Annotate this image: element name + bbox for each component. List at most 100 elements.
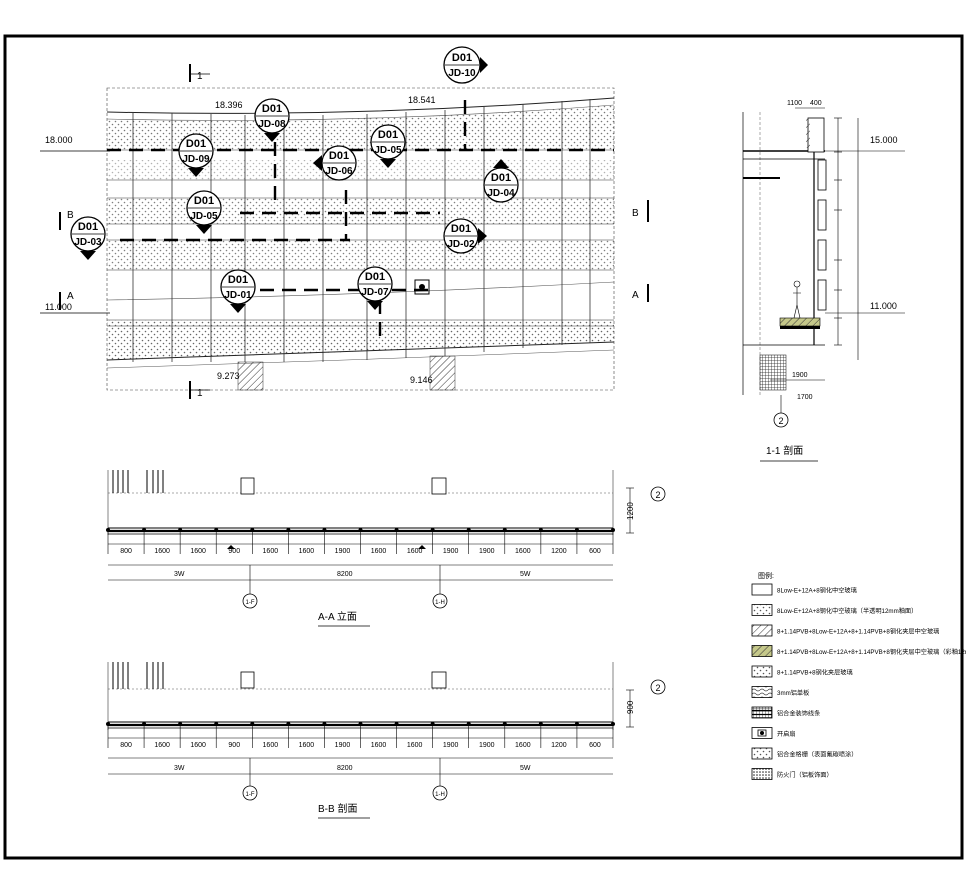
dim-value: 600 [589,742,601,749]
glass-band-low [107,240,614,270]
legend-label: 防火门（铝板饰面） [777,771,833,779]
dim-value: 1600 [154,742,170,749]
legend-swatch [751,665,773,678]
bb-grid-right: 1-H [435,792,445,798]
dim-value: 800 [120,742,132,749]
legend-label: 8Low-E+12A+8钢化中空玻璃（半透明12mm釉面） [777,607,917,615]
callout-jd-05-mid[interactable]: D01 JD-05 [186,190,222,234]
svg-text:JD-02: JD-02 [447,239,475,250]
bb-height-dim: 900 [626,700,635,714]
height-bottom-right: 9.146 [410,375,433,385]
callout-jd-08[interactable]: D01 JD-08 [254,98,290,142]
dim-value: 900 [228,548,240,555]
dim-value: 1900 [479,742,495,749]
height-top-left: 18.396 [215,100,243,110]
bb-title: B-B 剖面 [318,802,357,815]
section-dim-bottom-2: 1700 [797,394,813,401]
dim-value: 1600 [299,548,315,555]
section-grid-label: 2 [778,416,783,426]
section-dim-top-2: 400 [810,100,822,107]
dim-value: 1200 [551,742,567,749]
dim-value: 1600 [407,548,423,555]
dim-value: 1600 [515,548,531,555]
svg-text:D01: D01 [228,274,248,286]
aa-height-dim: 1200 [626,502,635,520]
svg-text:D01: D01 [186,138,206,150]
aa-grid-left: 1-F [246,600,255,606]
aa-total-mid: 8200 [337,571,353,578]
legend-swatch [751,706,773,719]
detail-callouts: D01 JD-10 D01 JD-08 D01 JD-09 [70,46,519,313]
section-dim-top-1: 1100 [787,100,802,107]
svg-text:D01: D01 [194,195,214,207]
svg-text:JD-08: JD-08 [258,119,286,130]
callout-jd-03[interactable]: D01 JD-03 [70,216,106,260]
section-elev-bottom: 11.000 [870,301,897,311]
legend-label: 开启扇 [777,730,796,738]
aa-total-left: 3W [174,571,185,578]
svg-text:JD-05: JD-05 [374,145,402,156]
dim-value: 600 [589,548,601,555]
legend-swatch [751,624,773,637]
callout-jd-09[interactable]: D01 JD-09 [178,133,214,177]
section-title: 1-1 剖面 [766,444,803,457]
dim-value: 1600 [154,548,170,555]
aa-axis-label: 2 [655,490,660,500]
dim-value: 1900 [443,742,459,749]
height-bottom-left: 9.273 [217,371,240,381]
section-mark-b-right: B [632,208,639,219]
legend-label: 8+1.14PVB+8Low-E+12A+8+1.14PVB+8钢化夹层中空玻璃 [777,628,939,636]
svg-text:JD-10: JD-10 [448,68,476,79]
aa-total-right: 5W [520,571,531,578]
legend-swatch [751,768,773,780]
aa-title: A-A 立面 [318,610,357,623]
dim-value: 1600 [263,742,279,749]
sheet-border [3,34,964,860]
height-top-right: 18.541 [408,95,436,105]
dim-value: 1600 [190,548,206,555]
callout-jd-10[interactable]: D01 JD-10 [443,46,488,84]
svg-text:D01: D01 [452,52,472,64]
bb-total-mid: 8200 [337,765,353,772]
svg-text:JD-06: JD-06 [325,166,353,177]
callout-jd-06[interactable]: D01 JD-06 [313,145,357,181]
glass-band-top [107,105,614,150]
dim-value: 1900 [443,548,459,555]
elevation-frame [106,87,615,391]
legend-swatch [751,747,773,760]
legend-swatch [751,604,773,616]
svg-text:JD-09: JD-09 [182,154,210,165]
dim-value: 1200 [551,548,567,555]
dim-value: 1900 [335,742,351,749]
bb-axis-label: 2 [655,683,660,693]
elevation-view: 18.000 11.000 18.396 18.541 9.273 9.146 … [40,46,649,399]
legend-label: 8+1.14PVB+8钢化夹层玻璃 [777,669,853,677]
section-elev-top: 15.000 [870,135,898,145]
legend-label: 铝合金装饰线条 [777,710,820,718]
callout-jd-05-top[interactable]: D01 JD-05 [370,124,406,168]
aa-grid-right: 1-H [435,600,445,606]
callout-jd-07[interactable]: D01 JD-07 [357,266,393,310]
legend-label: 3mm铝单板 [777,689,809,697]
callout-jd-02[interactable]: D01 JD-02 [443,218,487,254]
callout-jd-04[interactable]: D01 JD-04 [483,159,519,203]
svg-text:JD-03: JD-03 [74,237,102,248]
section-mark-a-left: A [67,291,74,302]
legend-label: 8Low-E+12A+8钢化中空玻璃 [777,587,857,595]
section-mark-a-right: A [632,290,639,301]
elev-top-left: 18.000 [45,135,73,145]
dim-value: 800 [120,548,132,555]
svg-text:JD-01: JD-01 [224,290,252,301]
section-mark-one-bottom: 1 [197,388,203,399]
dim-value: 1600 [263,548,279,555]
callout-jd-01[interactable]: D01 JD-01 [220,269,256,313]
svg-text:D01: D01 [329,150,349,162]
dim-value: 1600 [299,742,315,749]
section-dim-bottom-1: 1900 [792,372,808,379]
svg-text:D01: D01 [365,271,385,283]
section-1-1: 15.000 11.000 1100 400 1900 1700 2 1-1 剖… [742,100,905,462]
dim-value: 1600 [190,742,206,749]
